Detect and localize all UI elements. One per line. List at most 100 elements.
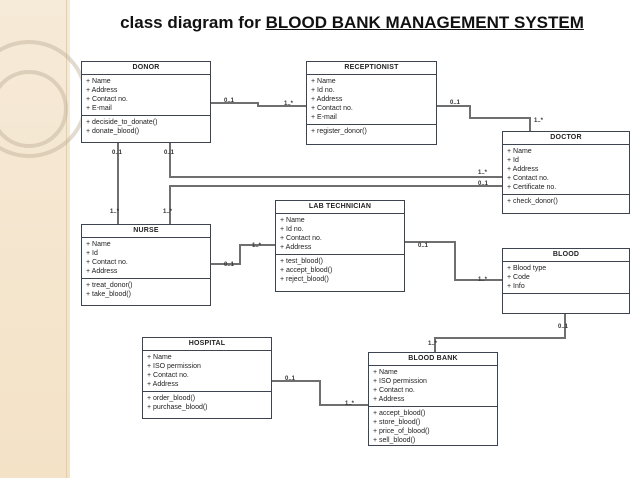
attribute: + Address: [507, 166, 539, 173]
multiplicity-label: 1..*: [534, 118, 544, 124]
multiplicity-label: 0..1: [450, 100, 461, 106]
class-doctor-attributes: + Name + Id + Address + Contact no. + Ce…: [503, 145, 629, 195]
attribute: + Address: [311, 96, 343, 103]
multiplicity-label: 1..*: [284, 101, 294, 107]
line-nurse-lab: [210, 244, 275, 265]
multiplicity-label: 0..1: [558, 324, 569, 330]
multiplicity-label: 0..1: [478, 181, 489, 187]
class-hospital-attributes: + Name + ISO permission + Contact no. + …: [143, 351, 271, 392]
multiplicity-label: 0..1: [224, 262, 235, 268]
class-nurse-attributes: + Name + Id + Contact no. + Address: [82, 238, 210, 279]
class-hospital[interactable]: HOSPITAL + Name + ISO permission + Conta…: [142, 337, 272, 419]
attribute: + Name: [311, 78, 336, 85]
attribute: + E-mail: [311, 114, 337, 121]
class-donor-attributes: + Name + Address + Contact no. + E-mail: [82, 75, 210, 116]
class-blood-bank-operations: + accept_blood() + store_blood() + price…: [369, 407, 497, 447]
class-receptionist[interactable]: RECEPTIONIST + Name + Id no. + Address +…: [306, 61, 437, 145]
class-lab-technician-operations: + test_blood() + accept_blood() + reject…: [276, 255, 404, 286]
attribute: + Info: [507, 283, 525, 290]
line-hospital-bloodbank: [272, 380, 368, 406]
operation: + accept_blood(): [280, 267, 333, 274]
class-hospital-operations: + order_blood() + purchase_blood(): [143, 392, 271, 414]
class-blood-name: BLOOD: [503, 249, 629, 262]
operation: + register_donor(): [311, 128, 367, 135]
class-blood-operations: [503, 294, 629, 312]
class-receptionist-name: RECEPTIONIST: [307, 62, 436, 75]
operation: + test_blood(): [280, 258, 323, 265]
attribute: + Name: [86, 241, 111, 248]
line-donor-doctor: [169, 143, 502, 178]
class-doctor[interactable]: DOCTOR + Name + Id + Address + Contact n…: [502, 131, 630, 214]
operation: + sell_blood(): [373, 437, 416, 444]
multiplicity-label: 0..1: [224, 98, 235, 104]
class-receptionist-operations: + register_donor(): [307, 125, 436, 138]
attribute: + Id no.: [280, 226, 304, 233]
multiplicity-label: 0..1: [164, 150, 175, 156]
multiplicity-label: 1..*: [110, 209, 120, 215]
multiplicity-label: 0..1: [418, 243, 429, 249]
attribute: + Address: [86, 87, 118, 94]
attribute: + E-mail: [86, 105, 112, 112]
class-doctor-operations: + check_donor(): [503, 195, 629, 208]
side-divider: [66, 0, 67, 478]
class-blood-bank-attributes: + Name + ISO permission + Contact no. + …: [369, 366, 497, 407]
line-lab-blood: [405, 241, 502, 281]
operation: + store_blood(): [373, 419, 421, 426]
operation: + price_of_blood(): [373, 428, 430, 435]
attribute: + Address: [280, 244, 312, 251]
operation: + check_donor(): [507, 198, 558, 205]
attribute: + Name: [86, 78, 111, 85]
line-donor-receptionist: [210, 102, 306, 107]
operation: + take_blood(): [86, 291, 131, 298]
class-receptionist-attributes: + Name + Id no. + Address + Contact no. …: [307, 75, 436, 125]
attribute: + Contact no.: [507, 175, 549, 182]
operation: + accept_blood(): [373, 410, 426, 417]
attribute: + Name: [147, 354, 172, 361]
line-receptionist-doctor: [437, 105, 531, 131]
attribute: + Name: [280, 217, 305, 224]
class-blood[interactable]: BLOOD + Blood type + Code + Info: [502, 248, 630, 314]
multiplicity-label: 1..*: [478, 170, 488, 176]
multiplicity-label: 1..*: [428, 341, 438, 347]
diagram-title: class diagram for BLOOD BANK MANAGEMENT …: [92, 13, 612, 33]
attribute: + Address: [86, 268, 118, 275]
class-nurse-name: NURSE: [82, 225, 210, 238]
attribute: + ISO permission: [373, 378, 427, 385]
multiplicity-label: 1..*: [345, 401, 355, 407]
attribute: + Contact no.: [280, 235, 322, 242]
attribute: + Id: [507, 157, 519, 164]
class-lab-technician[interactable]: LAB TECHNICIAN + Name + Id no. + Contact…: [275, 200, 405, 292]
line-nurse-doctor: [169, 185, 502, 224]
attribute: + Contact no.: [86, 259, 128, 266]
attribute: + Address: [373, 396, 405, 403]
class-blood-attributes: + Blood type + Code + Info: [503, 262, 629, 294]
multiplicity-label: 0..1: [112, 150, 123, 156]
class-nurse[interactable]: NURSE + Name + Id + Contact no. + Addres…: [81, 224, 211, 306]
class-hospital-name: HOSPITAL: [143, 338, 271, 351]
attribute: + Contact no.: [86, 96, 128, 103]
operation: + treat_donor(): [86, 282, 133, 289]
multiplicity-label: 1..*: [478, 277, 488, 283]
class-donor[interactable]: DONOR + Name + Address + Contact no. + E…: [81, 61, 211, 143]
title-system-name: BLOOD BANK MANAGEMENT SYSTEM: [265, 13, 584, 32]
operation: + reject_blood(): [280, 276, 329, 283]
multiplicity-label: 1..*: [252, 243, 262, 249]
multiplicity-label: 0..1: [285, 376, 296, 382]
operation: + purchase_blood(): [147, 404, 208, 411]
multiplicity-label: 1..*: [163, 209, 173, 215]
class-doctor-name: DOCTOR: [503, 132, 629, 145]
attribute: + Contact no.: [311, 105, 353, 112]
line-blood-bloodbank: [434, 314, 566, 352]
class-donor-name: DONOR: [82, 62, 210, 75]
class-blood-bank[interactable]: BLOOD BANK + Name + ISO permission + Con…: [368, 352, 498, 446]
class-lab-technician-attributes: + Name + Id no. + Contact no. + Address: [276, 214, 404, 255]
attribute: + Certificate no.: [507, 184, 557, 191]
decorative-ring-small: [0, 70, 68, 148]
attribute: + Contact no.: [373, 387, 415, 394]
attribute: + Name: [507, 148, 532, 155]
attribute: + Blood type: [507, 265, 547, 272]
attribute: + Id: [86, 250, 98, 257]
attribute: + Contact no.: [147, 372, 189, 379]
attribute: + Address: [147, 381, 179, 388]
